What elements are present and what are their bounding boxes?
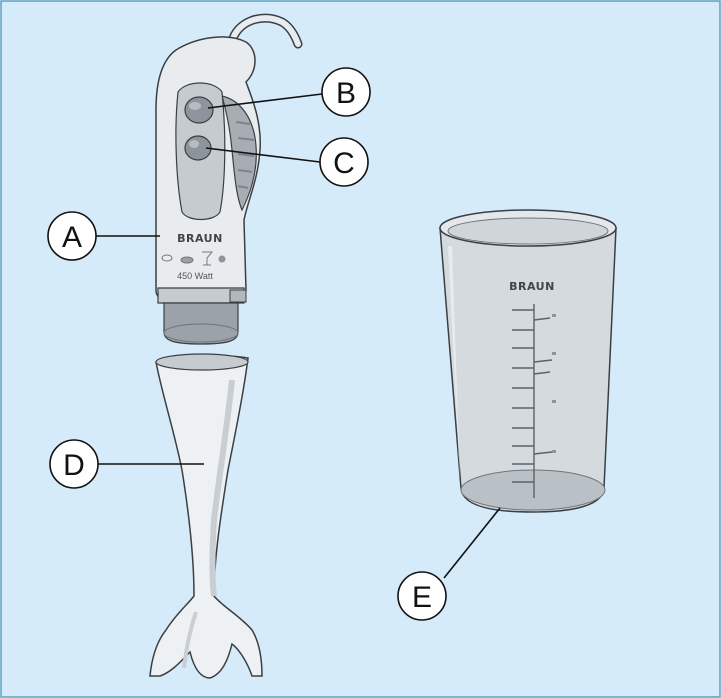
- shaft-opening: [156, 354, 248, 370]
- callout-d: D: [50, 440, 98, 488]
- beaker-rim-inner: [448, 218, 608, 244]
- callout-b: B: [322, 68, 370, 116]
- turbo-button[interactable]: [185, 97, 213, 123]
- callout-b-label: B: [336, 77, 356, 110]
- motor-power-label: 450 Watt: [177, 271, 213, 281]
- scale-marker: [552, 314, 556, 317]
- motor-brand-label: BRAUN: [177, 232, 223, 245]
- beaker-base: [461, 470, 605, 510]
- scale-marker: [552, 352, 556, 355]
- callout-c: C: [320, 138, 368, 186]
- callout-a-label: A: [62, 221, 82, 254]
- indicator-dot-icon: [219, 256, 226, 263]
- beaker-brand-label: BRAUN: [509, 280, 555, 293]
- callout-a: A: [48, 212, 96, 260]
- callout-d-label: D: [63, 449, 85, 482]
- bowl-icon: [181, 257, 193, 263]
- callout-c-label: C: [333, 147, 355, 180]
- release-clip[interactable]: [230, 290, 246, 302]
- callout-e-label: E: [412, 581, 432, 614]
- turbo-button-highlight: [189, 102, 201, 110]
- scale-marker: [552, 450, 556, 453]
- beaker: BRAUN: [440, 210, 616, 512]
- callout-e: E: [398, 572, 446, 620]
- beaker-body: [440, 228, 616, 512]
- scale-marker: [552, 400, 556, 403]
- speed-button-highlight: [189, 140, 199, 148]
